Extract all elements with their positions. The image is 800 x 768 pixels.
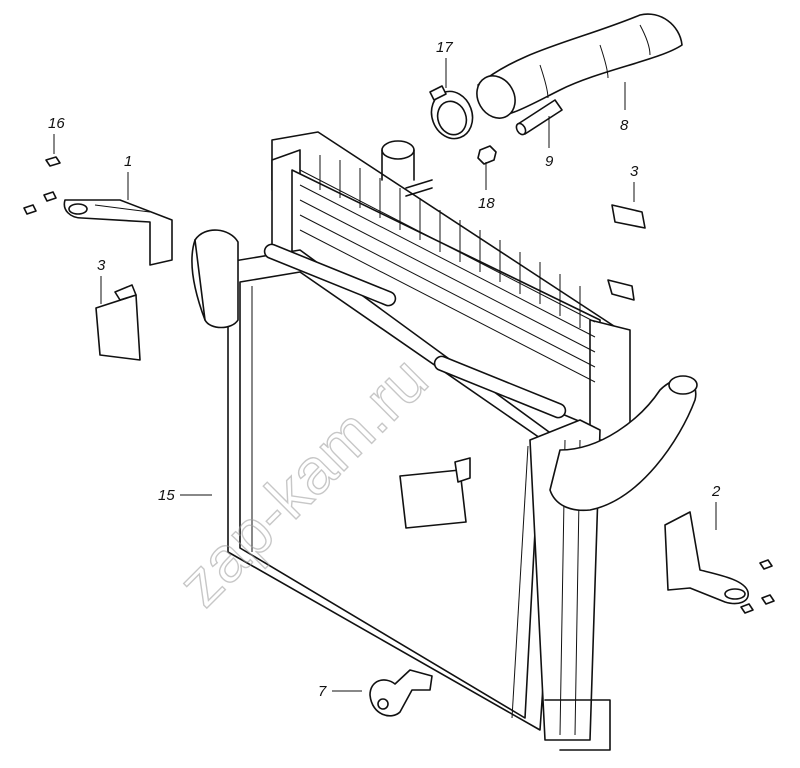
pipe-9 — [515, 99, 563, 136]
bracket-1 — [63, 199, 173, 266]
callout-3-left: 3 — [97, 257, 106, 274]
callout-1: 1 — [124, 153, 132, 170]
bracket-7 — [369, 669, 433, 717]
callout-15: 15 — [158, 487, 175, 504]
bracket-2 — [664, 511, 775, 614]
centre-bracket — [399, 457, 471, 529]
callouts: 1 2 3 3 7 8 9 15 16 17 18 — [48, 39, 721, 700]
radiator-fins — [299, 155, 596, 383]
bracket-3-left — [95, 284, 141, 361]
clamp-17 — [429, 85, 474, 140]
front-radiator-core — [191, 229, 698, 751]
callout-8: 8 — [620, 117, 629, 134]
bracket-3-right — [607, 204, 646, 301]
nut-18 — [477, 145, 497, 165]
callout-7: 7 — [318, 683, 327, 700]
top-slots — [263, 243, 567, 419]
callout-17: 17 — [436, 39, 453, 56]
callout-16: 16 — [48, 115, 65, 132]
filler-neck — [381, 140, 433, 197]
callout-18: 18 — [478, 195, 495, 212]
callout-2: 2 — [711, 483, 721, 500]
hose-8 — [476, 13, 683, 119]
callout-3-right: 3 — [630, 163, 639, 180]
bolts-16 — [23, 156, 61, 215]
callout-9: 9 — [545, 153, 554, 170]
upper-radiator — [271, 131, 631, 441]
